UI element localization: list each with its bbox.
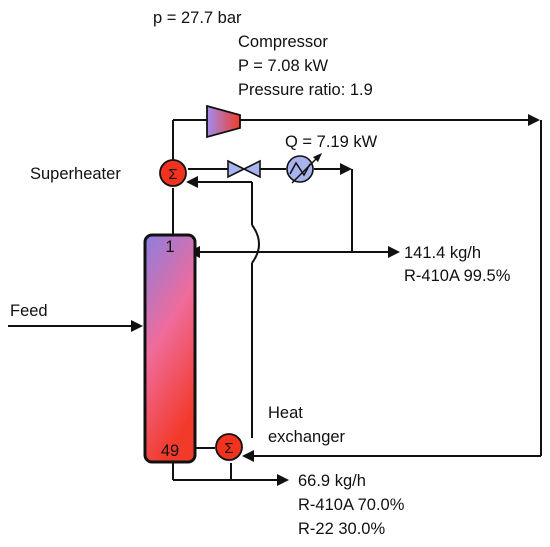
- superheater-label: Superheater: [30, 165, 121, 183]
- bottom-composition-2: R-22 30.0%: [298, 520, 385, 538]
- compressor-icon[interactable]: [206, 104, 241, 139]
- stage-top-label: 1: [165, 238, 174, 256]
- discharge-arrow: [528, 114, 540, 126]
- bottom-flow-label: 66.9 kg/h: [298, 472, 366, 490]
- bottom-composition-1: R-410A 70.0%: [298, 496, 405, 514]
- hx-inlet-arrow: [242, 450, 254, 462]
- compressor-title: Compressor: [238, 33, 328, 51]
- bottoms-arrow: [277, 474, 289, 486]
- pressure-label: p = 27.7 bar: [153, 9, 242, 27]
- superheater-icon[interactable]: Σ: [159, 159, 187, 187]
- hx-label-line2: exchanger: [268, 428, 346, 446]
- top-flow-label: 141.4 kg/h: [404, 244, 481, 262]
- svg-text:Σ: Σ: [224, 440, 233, 457]
- return-arrow-superheater: [186, 176, 198, 188]
- valve-icon[interactable]: [227, 159, 261, 179]
- feed-arrow: [131, 320, 143, 332]
- feed-label: Feed: [10, 302, 48, 320]
- cooler-duty-label: Q = 7.19 kW: [285, 133, 378, 151]
- column-icon[interactable]: [143, 233, 197, 464]
- stage-bottom-label: 49: [161, 442, 179, 460]
- hx-label-line1: Heat: [268, 404, 303, 422]
- compressor-power: P = 7.08 kW: [238, 57, 328, 75]
- cooler-outlet-arrow: [340, 163, 352, 175]
- cooler-icon[interactable]: [286, 153, 322, 184]
- top-composition-label: R-410A 99.5%: [404, 267, 511, 285]
- compressor-ratio: Pressure ratio: 1.9: [238, 81, 373, 99]
- heat-exchanger-icon[interactable]: Σ: [215, 433, 243, 461]
- distillate-arrow: [388, 246, 400, 258]
- svg-text:Σ: Σ: [168, 166, 177, 183]
- crossover-hop: [251, 224, 260, 264]
